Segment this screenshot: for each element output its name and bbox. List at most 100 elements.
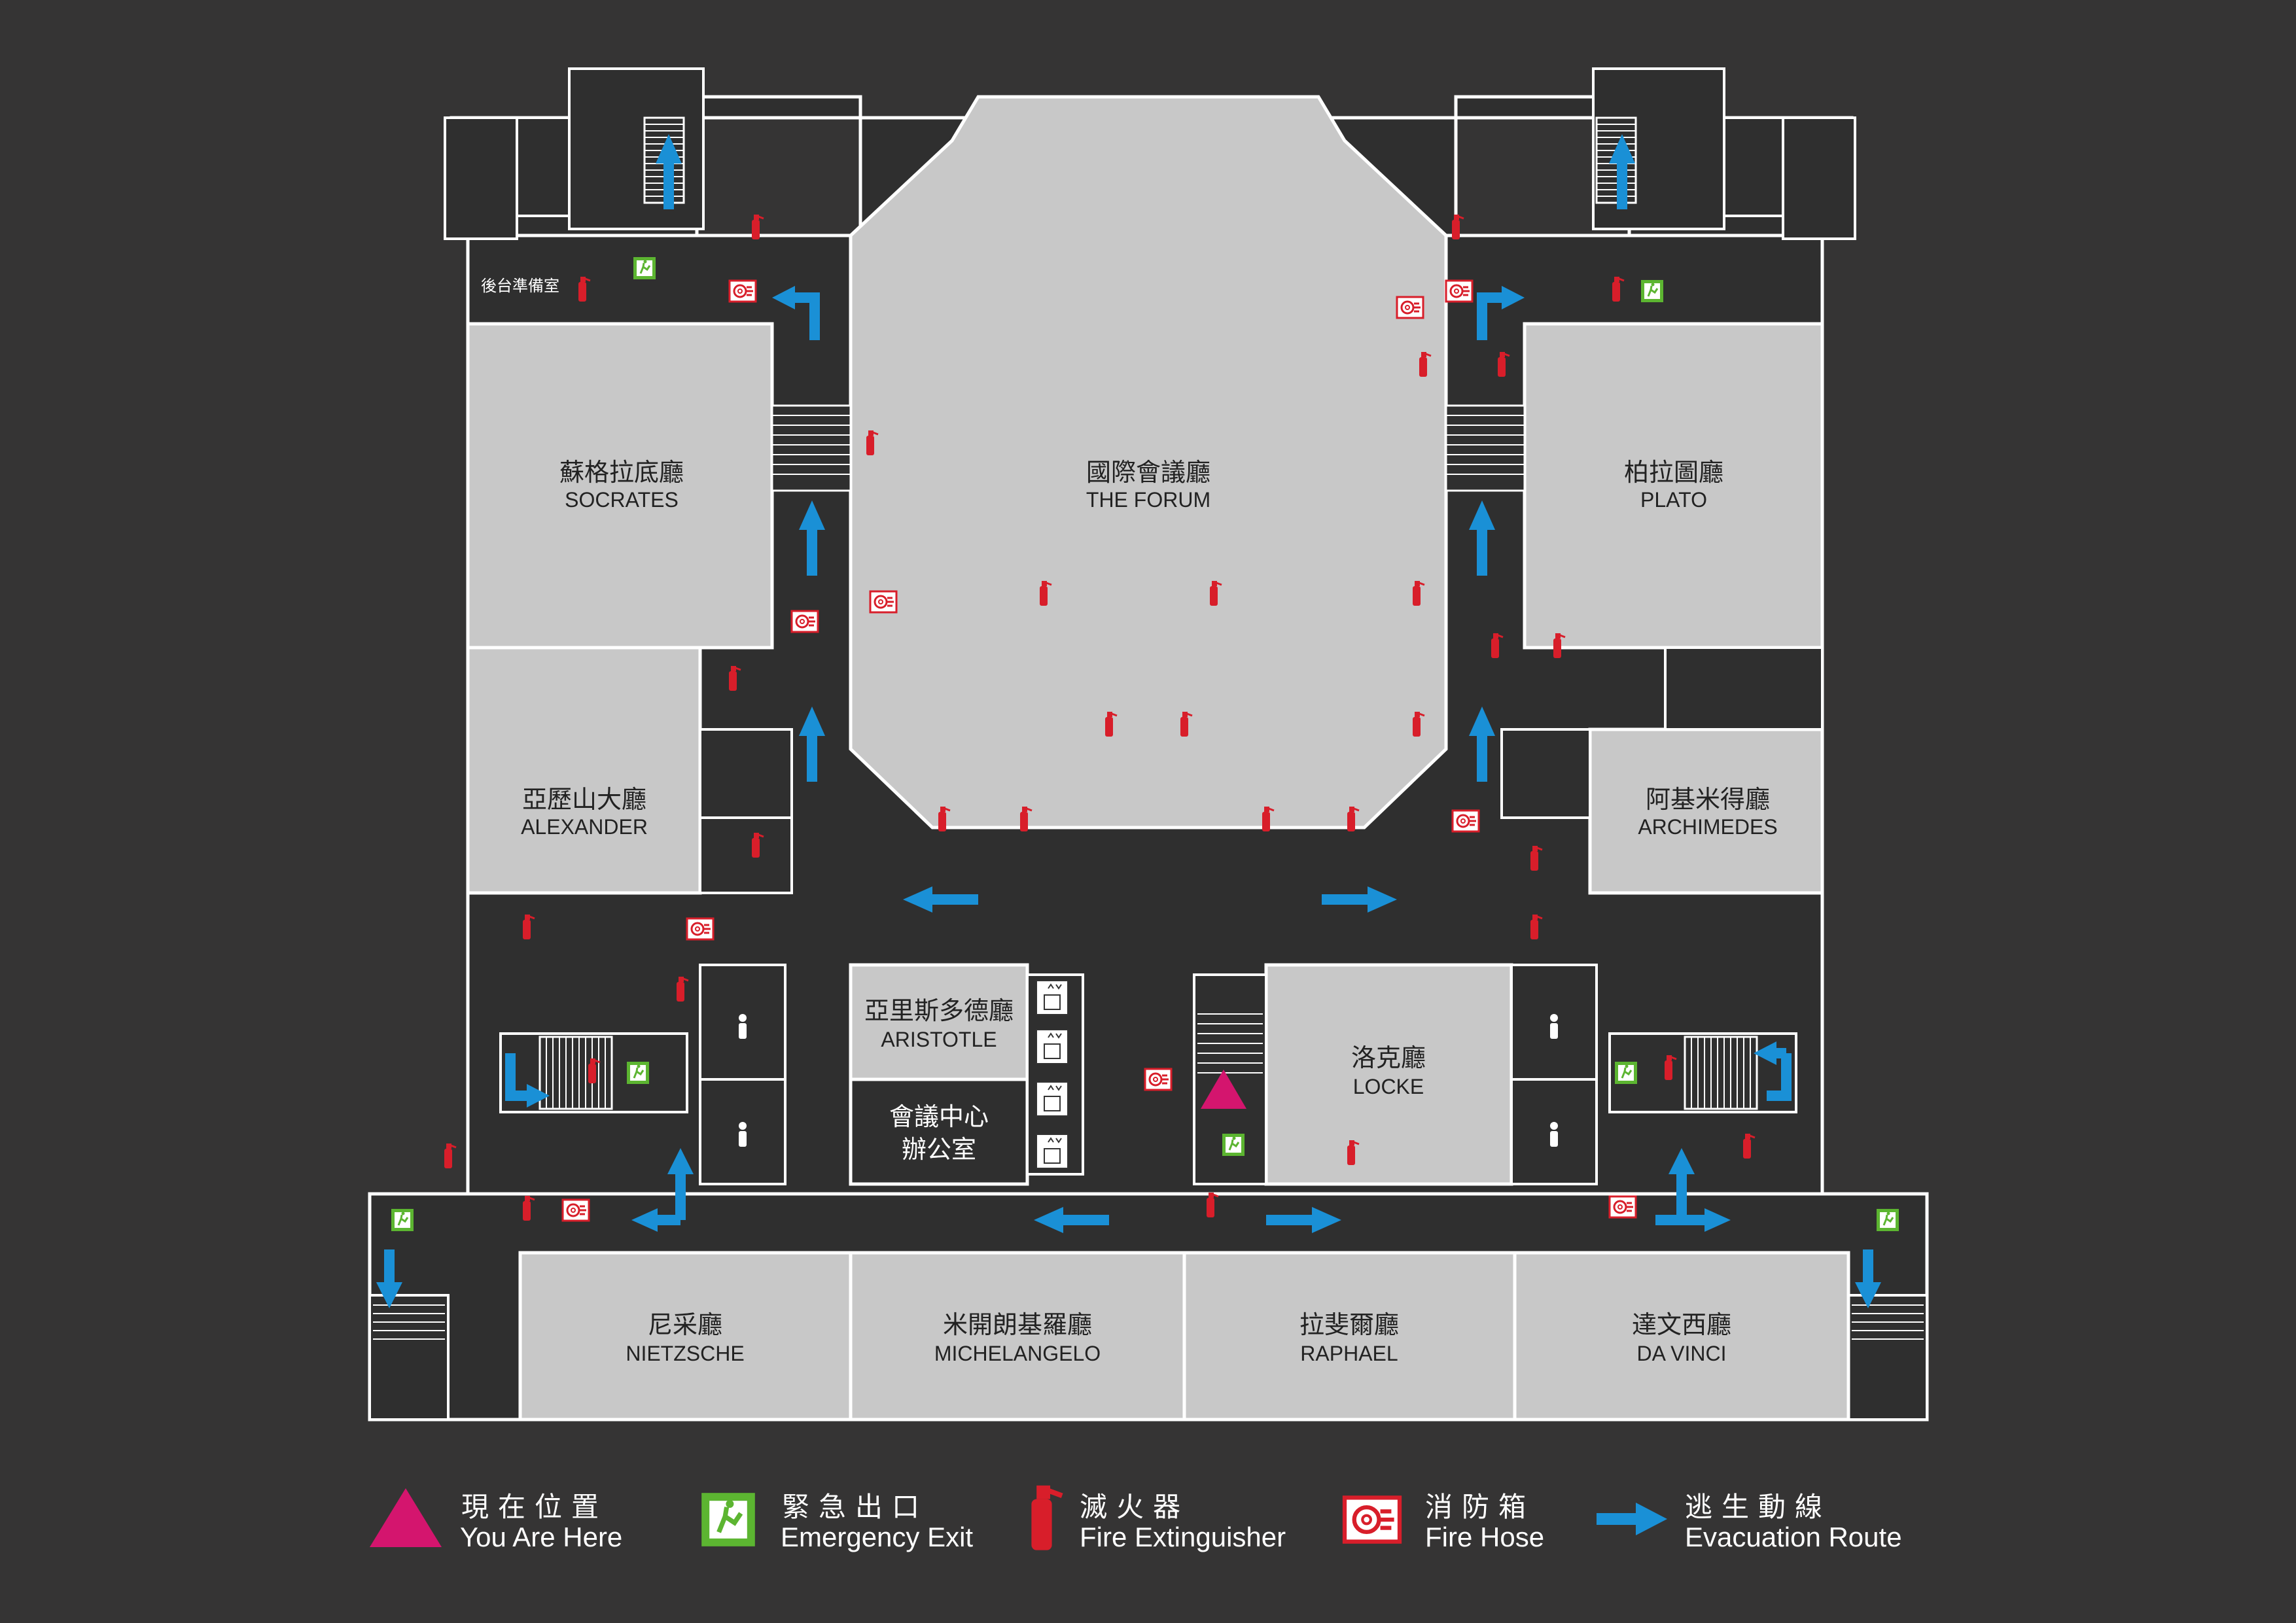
exit-sign-icon <box>390 1208 415 1232</box>
exit-sign-icon <box>1640 279 1665 304</box>
locke-name-zh: 洛克廳 <box>1351 1043 1426 1072</box>
room-forum <box>849 95 1448 829</box>
legend-extinguisher-zh: 滅火器 <box>1080 1491 1190 1523</box>
legend-you-are-here-zh: 現在位置 <box>461 1491 608 1523</box>
route-arrow <box>1469 707 1495 782</box>
route-arrow <box>656 134 682 209</box>
legend-fire-hose: 消防箱 Fire Hose <box>1345 1491 1544 1552</box>
room-davinci <box>1513 1251 1850 1422</box>
route-arrow <box>376 1249 402 1308</box>
legend: 現在位置 You Are Here 緊急出口 Emergency Exit 滅火… <box>370 1486 1902 1552</box>
room-aristotle <box>849 963 1029 1081</box>
route-arrow <box>1266 1207 1341 1233</box>
aristotle-name-zh: 亞里斯多德廳 <box>864 996 1014 1025</box>
locke-name-en: LOCKE <box>1353 1075 1424 1098</box>
room-nietzsche <box>518 1251 853 1422</box>
exit-sign-icon <box>632 256 657 281</box>
legend-emergency-exit: 緊急出口 Emergency Exit <box>701 1491 973 1552</box>
room-plato <box>1523 322 1824 650</box>
michelangelo-name-en: MICHELANGELO <box>934 1342 1101 1365</box>
exit-sign-icon <box>1875 1208 1900 1232</box>
forum-name-zh: 國際會議廳 <box>1086 458 1210 487</box>
archimedes-name-en: ARCHIMEDES <box>1638 815 1777 839</box>
raphael-name-en: RAPHAEL <box>1300 1342 1398 1365</box>
aristotle-name-en: ARISTOTLE <box>881 1028 997 1051</box>
route-arrow <box>772 286 820 340</box>
stairs-corridor-right <box>1445 404 1526 492</box>
storage-right <box>1664 646 1824 731</box>
legend-you-are-here: 現在位置 You Are Here <box>370 1488 622 1552</box>
socrates-name-zh: 蘇格拉底廳 <box>559 458 684 487</box>
legend-exit-en: Emergency Exit <box>781 1522 973 1552</box>
route-arrow <box>631 1148 694 1232</box>
exit-sign-icon <box>1221 1132 1246 1157</box>
fire-hose-icon <box>1396 296 1424 319</box>
fire-hose-icon <box>1144 1068 1173 1091</box>
exit-sign-icon <box>1614 1060 1638 1085</box>
route-arrow <box>1855 1249 1881 1308</box>
michelangelo-name-zh: 米開朗基羅廳 <box>943 1310 1092 1339</box>
evacuation-routes <box>376 134 1881 1308</box>
plato-name-zh: 柏拉圖廳 <box>1624 458 1723 487</box>
stairs-corridor-left <box>771 404 852 492</box>
legend-extinguisher-en: Fire Extinguisher <box>1080 1522 1286 1552</box>
elevator-bank <box>1026 973 1084 1176</box>
archimedes-name-zh: 阿基米得廳 <box>1646 785 1770 814</box>
legend-route-zh: 逃生動線 <box>1685 1491 1831 1523</box>
exit-sign-icon <box>701 1493 755 1546</box>
socrates-name-en: SOCRATES <box>565 488 679 512</box>
fire-hose-icon <box>869 590 898 614</box>
small-room-left-a <box>699 728 793 819</box>
legend-you-are-here-en: You Are Here <box>460 1522 622 1552</box>
room-raphael <box>1182 1251 1517 1422</box>
route-arrow <box>1469 500 1495 576</box>
fire-hose-icon <box>561 1198 590 1222</box>
extinguisher-icon <box>1031 1486 1062 1550</box>
triangle-icon <box>370 1488 442 1547</box>
fire-hose-icon <box>728 279 757 303</box>
route-arrow <box>1477 286 1525 340</box>
nietzsche-name-en: NIETZSCHE <box>626 1342 744 1365</box>
fire-hose-icon <box>790 610 819 633</box>
alexander-name-zh: 亞歷山大廳 <box>522 785 646 814</box>
route-arrow <box>505 1053 550 1108</box>
route-arrow <box>1609 134 1635 209</box>
legend-fire-extinguisher: 滅火器 Fire Extinguisher <box>1031 1486 1286 1552</box>
stair-tower-right <box>1592 67 1856 240</box>
stairs-bottom-left <box>368 1294 450 1421</box>
room-office <box>849 1077 1029 1186</box>
room-archimedes <box>1588 727 1824 895</box>
stairs-bottom-right <box>1847 1294 1928 1421</box>
small-room-right <box>1500 728 1591 819</box>
legend-hose-en: Fire Hose <box>1425 1522 1544 1552</box>
route-arrow <box>1034 1207 1109 1233</box>
route-arrow <box>903 886 978 913</box>
restroom-right <box>1510 964 1598 1185</box>
extinguisher-icon <box>443 1142 457 1170</box>
davinci-name-en: DA VINCI <box>1637 1342 1727 1365</box>
legend-hose-zh: 消防箱 <box>1425 1491 1535 1523</box>
stairwell-right <box>1608 1032 1797 1113</box>
legend-evacuation-route: 逃生動線 Evacuation Route <box>1597 1491 1902 1552</box>
route-arrow <box>799 707 825 782</box>
office-name-zh-1: 會議中心 <box>889 1102 989 1131</box>
fire-hose-icon <box>1451 809 1480 833</box>
exit-sign-icon <box>626 1060 650 1085</box>
stair-tower-left <box>444 67 705 240</box>
arrow-icon <box>1597 1503 1667 1535</box>
fire-hose-icon <box>1345 1497 1400 1541</box>
fire-hose-icon <box>1608 1195 1637 1219</box>
small-room-left-b <box>699 816 793 894</box>
plato-name-en: PLATO <box>1640 488 1707 512</box>
raphael-name-zh: 拉斐爾廳 <box>1299 1310 1399 1339</box>
route-arrow <box>1754 1041 1792 1101</box>
forum-name-en: THE FORUM <box>1086 488 1210 512</box>
center-stairs <box>1193 973 1267 1185</box>
room-alexander <box>466 646 702 895</box>
davinci-name-zh: 達文西廳 <box>1632 1310 1731 1339</box>
legend-exit-zh: 緊急出口 <box>782 1491 928 1523</box>
route-arrow <box>1655 1148 1731 1232</box>
nietzsche-name-zh: 尼采廳 <box>648 1310 722 1339</box>
